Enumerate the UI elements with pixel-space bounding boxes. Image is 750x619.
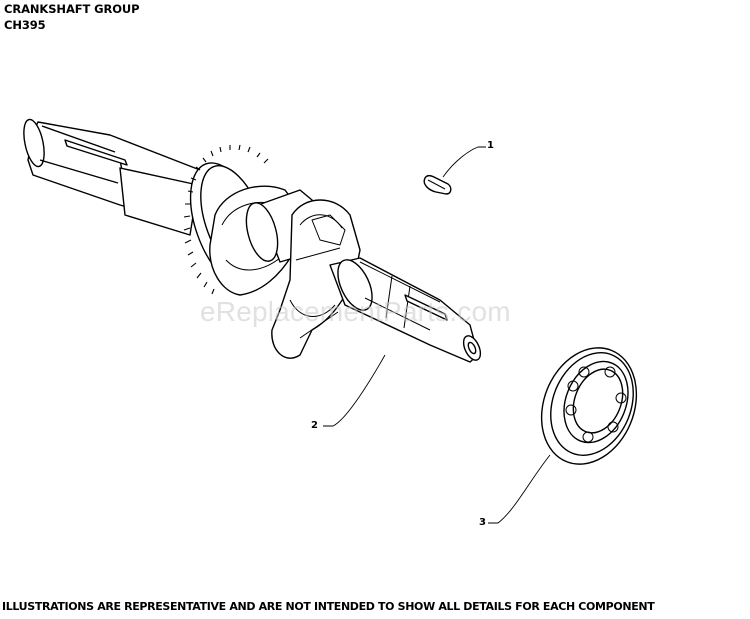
crankshaft-part[interactable] (20, 118, 484, 363)
bearing-part[interactable] (525, 334, 653, 479)
callout-number-3[interactable]: 3 (479, 517, 486, 528)
callout-number-1[interactable]: 1 (487, 140, 494, 151)
callout-number-2[interactable]: 2 (311, 420, 318, 431)
model-number: CH395 (4, 18, 46, 32)
disclaimer-footer: ILLUSTRATIONS ARE REPRESENTATIVE AND ARE… (2, 600, 655, 613)
watermark-text: eReplacementParts.com (200, 296, 511, 327)
key-part[interactable] (423, 174, 452, 195)
leader-lines (323, 146, 551, 524)
leader-line-1 (442, 146, 486, 178)
leader-line-3 (488, 454, 551, 524)
leader-line-2 (323, 354, 386, 427)
diagram-title-block: CRANKSHAFT GROUP CH395 (4, 1, 140, 33)
diagram-title: CRANKSHAFT GROUP (4, 2, 140, 16)
